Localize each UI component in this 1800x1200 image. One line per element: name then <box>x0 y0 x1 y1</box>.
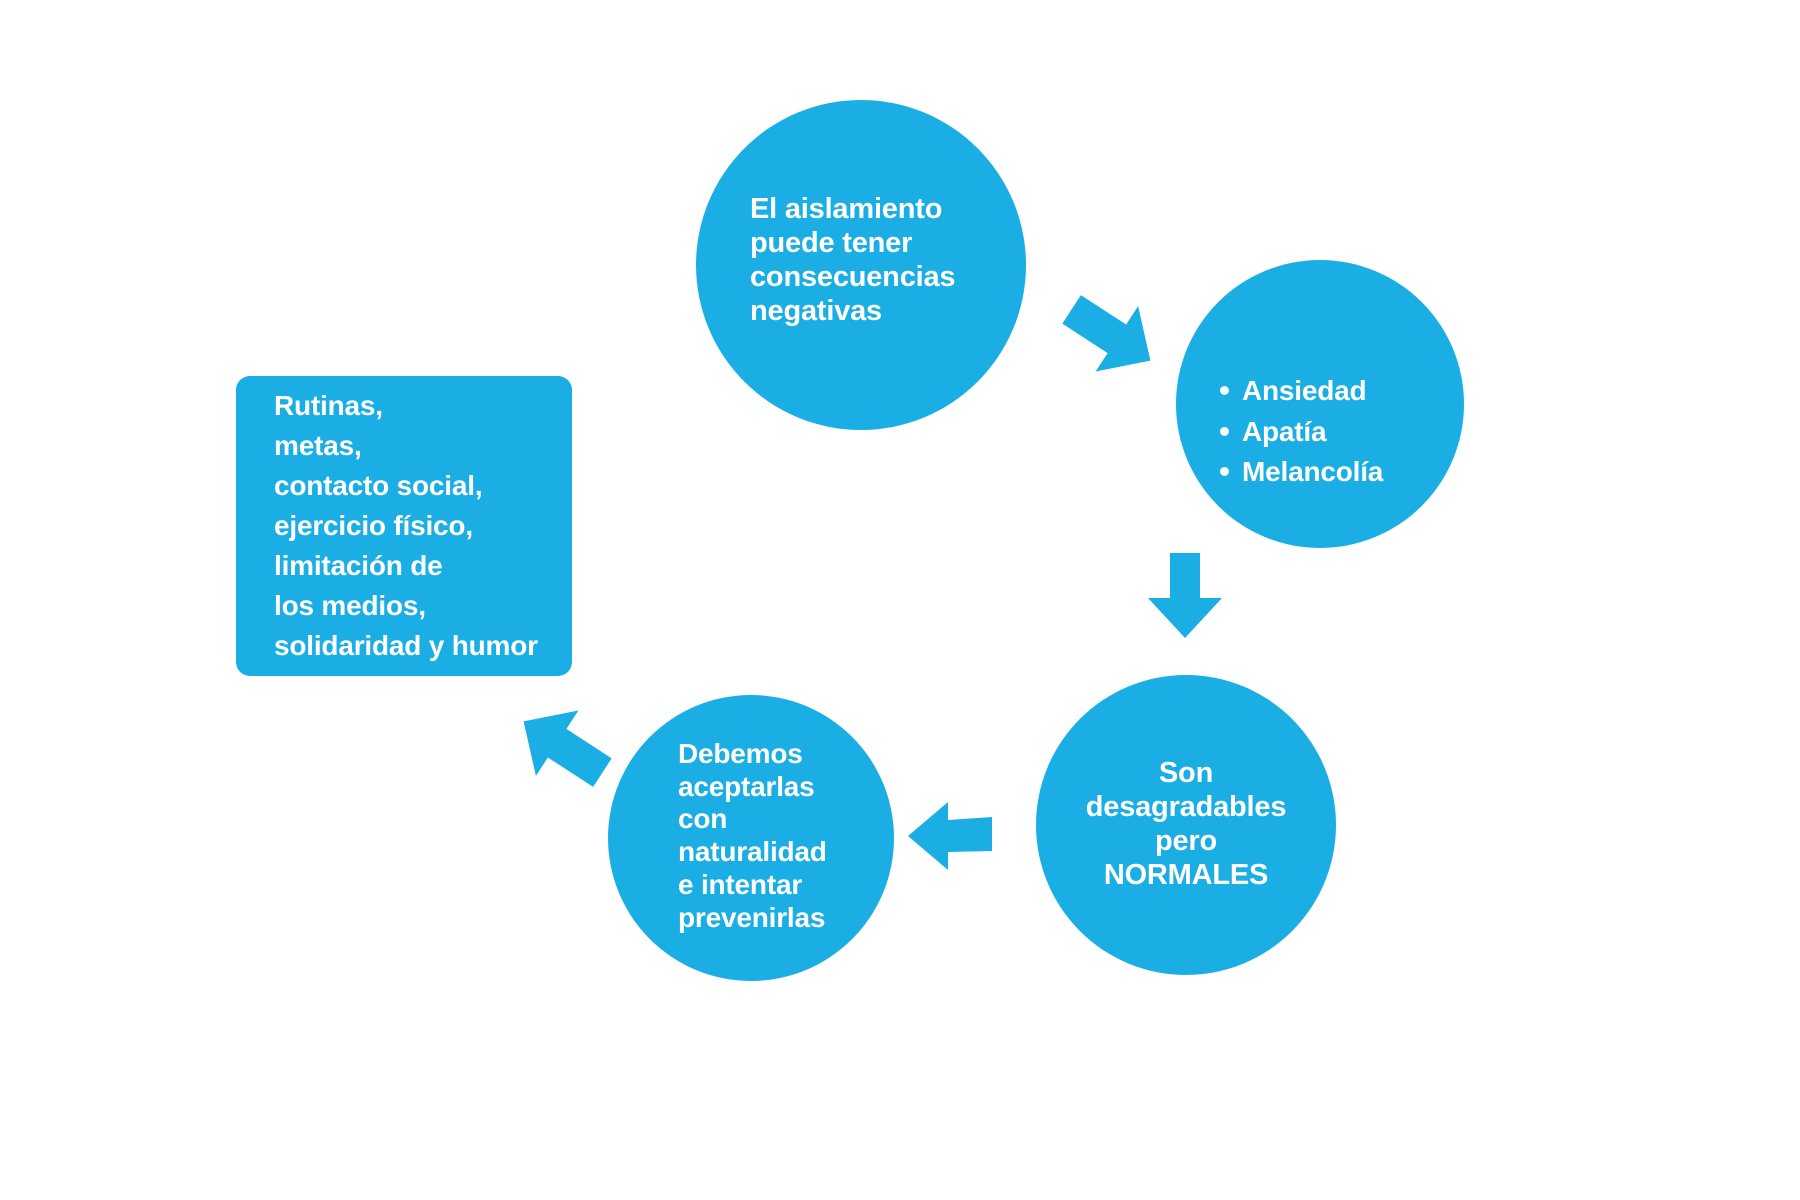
node-unpleasant-but-normal[interactable]: Son desagradables pero NORMALES <box>1036 675 1336 975</box>
node-routines-label: Rutinas, metas, contacto social, ejercic… <box>274 389 538 662</box>
node-normal-label: Son desagradables pero NORMALES <box>1085 757 1287 891</box>
bullet-icon <box>1220 386 1229 396</box>
list-item-label: Melancolía <box>1242 456 1384 488</box>
symptoms-list: Ansiedad Apatía Melancolía <box>1176 315 1383 493</box>
list-item: Ansiedad <box>1220 371 1383 412</box>
list-item-label: Ansiedad <box>1242 375 1367 407</box>
node-symptoms-list[interactable]: Ansiedad Apatía Melancolía <box>1176 260 1464 548</box>
node-accept-label: Debemos aceptarlas con naturalidad e int… <box>678 737 827 933</box>
node-isolation-label: El aislamiento puede tener consecuencias… <box>750 193 956 327</box>
bullet-icon <box>1220 467 1229 477</box>
list-item-label: Apatía <box>1242 415 1327 447</box>
arrow-accept-to-routines-icon <box>508 692 618 802</box>
arrow-isolation-to-symptoms-icon <box>1056 280 1166 390</box>
list-item: Apatía <box>1220 412 1383 453</box>
node-routines-strategies[interactable]: Rutinas, metas, contacto social, ejercic… <box>236 376 572 676</box>
list-item: Melancolía <box>1220 452 1383 493</box>
arrow-normal-to-accept-icon <box>908 798 994 874</box>
node-isolation-consequences[interactable]: El aislamiento puede tener consecuencias… <box>696 100 1026 430</box>
node-accept-and-prevent[interactable]: Debemos aceptarlas con naturalidad e int… <box>608 695 894 981</box>
arrow-symptoms-to-normal-icon <box>1145 553 1225 639</box>
bullet-icon <box>1220 426 1229 436</box>
